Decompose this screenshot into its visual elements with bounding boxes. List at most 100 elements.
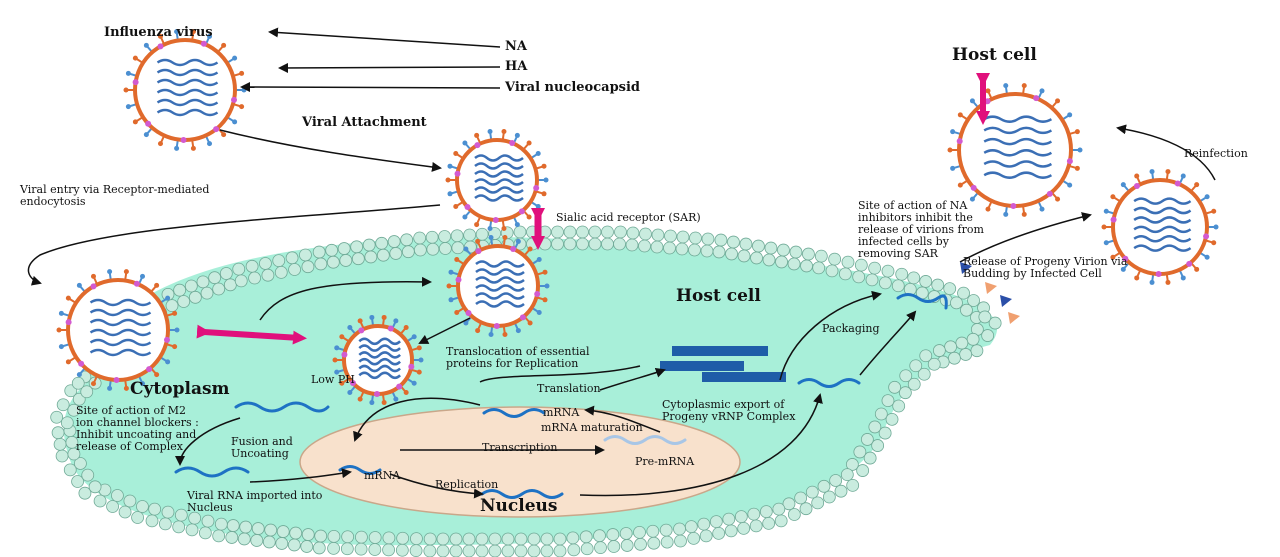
membrane-bubble — [289, 526, 303, 540]
membrane-bubble — [395, 543, 409, 557]
membrane-bubble — [932, 344, 946, 357]
membrane-bubble — [488, 544, 502, 557]
membrane-bubble — [55, 449, 69, 463]
influenza-virion — [446, 234, 550, 338]
label-mrna-left: mRNA — [364, 469, 401, 482]
arrow-viral-attachment — [219, 129, 442, 172]
membrane-bubble — [261, 268, 275, 282]
membrane-bubble — [814, 249, 828, 263]
membrane-bubble — [118, 505, 132, 519]
membrane-bubble — [53, 437, 67, 451]
membrane-bubble — [368, 543, 382, 556]
na-inhibitor-triangle — [985, 282, 997, 294]
membrane-bubble — [841, 255, 855, 269]
membrane-bubble — [245, 259, 259, 273]
influenza-virion — [332, 314, 424, 406]
membrane-bubble — [423, 544, 437, 557]
label-translation: Translation — [537, 382, 601, 395]
membrane-bubble — [80, 385, 94, 399]
rna-strand — [234, 401, 330, 413]
membrane-bubble — [712, 245, 726, 259]
arrow-packaging — [779, 290, 882, 381]
label-host-cell-top: Host cell — [952, 45, 1037, 65]
membrane-bubble — [234, 274, 248, 288]
membrane-bubble — [868, 420, 882, 434]
membrane-bubble — [527, 544, 541, 557]
membrane-bubble — [264, 523, 278, 537]
membrane-bubble — [401, 245, 415, 259]
membrane-bubble — [188, 290, 202, 304]
membrane-bubble — [970, 344, 984, 358]
membrane-bubble — [185, 523, 199, 537]
rna-strand — [797, 378, 861, 388]
membrane-bubble — [700, 244, 714, 258]
membrane-bubble — [749, 519, 763, 533]
influenza-virion — [445, 128, 549, 232]
membrane-bubble — [287, 538, 301, 552]
membrane-bubble — [892, 399, 906, 413]
membrane-bubble — [553, 544, 567, 557]
membrane-bubble — [387, 235, 401, 248]
membrane-bubble — [834, 484, 848, 498]
influenza-virion — [1101, 169, 1219, 285]
membrane-bubble — [759, 505, 773, 519]
membrane-bubble — [762, 253, 776, 267]
membrane-bubble — [960, 303, 973, 317]
host-cell-body — [63, 236, 998, 546]
membrane-bubble — [689, 231, 702, 245]
membrane-bubble — [513, 225, 527, 239]
membrane-bubble — [800, 259, 813, 273]
membrane-bubble — [588, 237, 602, 251]
membrane-bubble — [314, 529, 328, 543]
membrane-bubble — [638, 239, 651, 253]
label-release-progeny: Release of Progeny Virion via Budding by… — [963, 255, 1128, 280]
membrane-bubble — [161, 505, 175, 519]
influenza-virion — [56, 269, 180, 391]
membrane-bubble — [874, 407, 888, 421]
membrane-bubble — [78, 486, 92, 500]
membrane-bubble — [750, 251, 763, 265]
membrane-bubble — [752, 239, 765, 253]
membrane-bubble — [196, 275, 210, 289]
membrane-bubble — [350, 240, 364, 254]
membrane-bubble — [426, 242, 440, 256]
membrane-bubble — [208, 271, 222, 285]
membrane-bubble — [200, 286, 214, 300]
membrane-bubble — [737, 249, 751, 263]
membrane-bubble — [626, 226, 640, 240]
membrane-bubble — [488, 532, 502, 546]
membrane-bubble — [881, 394, 895, 408]
membrane-bubble — [410, 532, 423, 546]
membrane-bubble — [301, 528, 315, 541]
membrane-bubble — [898, 386, 912, 400]
rna-strand — [338, 465, 382, 475]
membrane-bubble — [888, 380, 902, 394]
na-inhibitor-triangle — [1008, 312, 1020, 324]
membrane-bubble — [787, 257, 801, 271]
membrane-bubble — [188, 511, 202, 525]
membrane-bubble — [917, 367, 931, 381]
label-na: NA — [505, 39, 527, 54]
membrane-bubble — [931, 278, 945, 292]
membrane-bubble — [737, 521, 751, 535]
membrane-bubble — [727, 235, 740, 249]
membrane-bubble — [212, 282, 226, 296]
membrane-bubble — [981, 329, 995, 342]
membrane-bubble — [131, 511, 144, 524]
membrane-bubble — [326, 255, 340, 269]
membrane-bubble — [829, 474, 843, 487]
membrane-bubble — [337, 242, 351, 255]
host-cell — [50, 225, 1002, 557]
membrane-bubble — [314, 257, 328, 271]
arrow-nucleocapsid — [240, 82, 501, 93]
membrane-bubble — [198, 526, 212, 540]
arrow-budding — [959, 212, 1092, 263]
membrane-bubble — [863, 451, 877, 465]
label-fusion-uncoating: Fusion and Uncoating — [231, 435, 293, 460]
membrane-bubble — [881, 264, 895, 278]
membrane-bubble — [868, 261, 882, 275]
membrane-bubble — [651, 228, 665, 242]
label-packaging: Packaging — [822, 322, 880, 335]
membrane-bubble — [71, 475, 84, 488]
membrane-bubble — [312, 245, 326, 259]
